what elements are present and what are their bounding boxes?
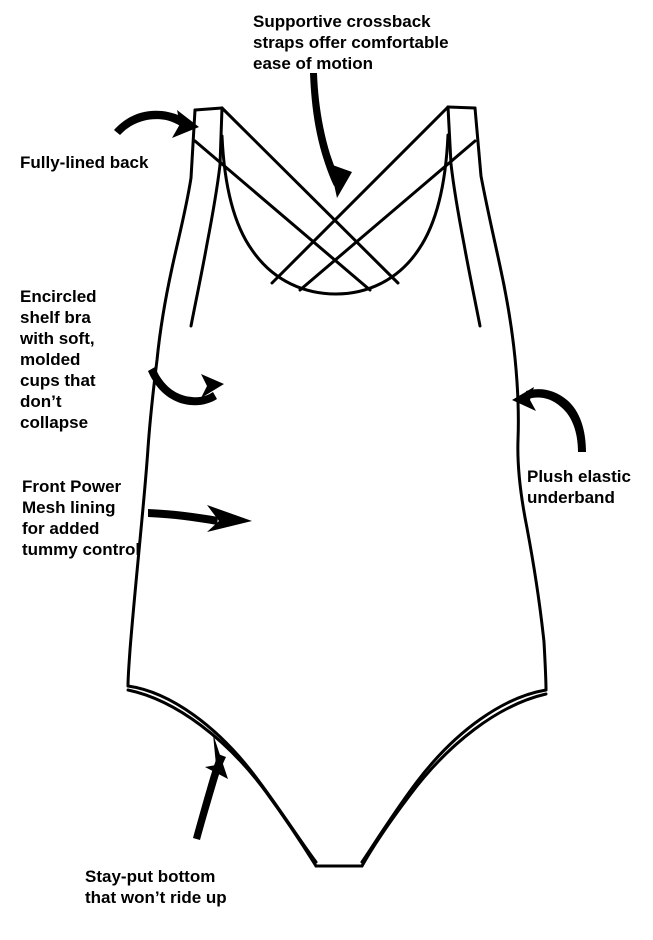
arrow-down-to-crossback-icon [310, 73, 352, 198]
arrow-right-to-tummy-icon [148, 505, 252, 532]
left-body-outline [126, 108, 197, 688]
left-leg-opening-hem [126, 688, 318, 868]
garment-outline-group [126, 105, 548, 868]
left-strap-top [193, 106, 224, 112]
back-scoop-opening [220, 133, 450, 296]
arrow-curve-right-to-bust-icon [148, 367, 224, 406]
crossback-strap-left-inner [193, 139, 372, 292]
crossback-strap-right-inner [298, 139, 477, 292]
callout-front-power-mesh-lining: Front Power Mesh lining for added tummy … [22, 477, 141, 559]
callout-plush-elastic-underband: Plush elastic underband [527, 467, 631, 507]
arrow-curve-up-left-to-side-icon [512, 387, 586, 452]
callout-stay-put-bottom: Stay-put bottom that won’t ride up [85, 867, 227, 907]
arrow-curve-right-to-strap-icon [114, 110, 199, 138]
right-strap-top [446, 105, 477, 110]
callout-supportive-crossback-straps: Supportive crossback straps offer comfor… [253, 12, 449, 73]
right-strap-inner-edge [446, 105, 482, 328]
crossback-strap-right-outer [270, 105, 450, 285]
callout-encircled-shelf-bra: Encircled shelf bra with soft, molded cu… [20, 287, 97, 432]
right-leg-opening-hem [360, 692, 548, 868]
right-leg-opening-outer [360, 688, 548, 864]
arrow-up-to-leg-opening-icon [193, 734, 228, 840]
right-body-outline [473, 106, 548, 692]
crossback-strap-left-outer [220, 106, 400, 285]
annotation-arrows-group [114, 73, 586, 840]
callout-fully-lined-back: Fully-lined back [20, 153, 149, 172]
left-strap-inner-edge [189, 106, 224, 328]
